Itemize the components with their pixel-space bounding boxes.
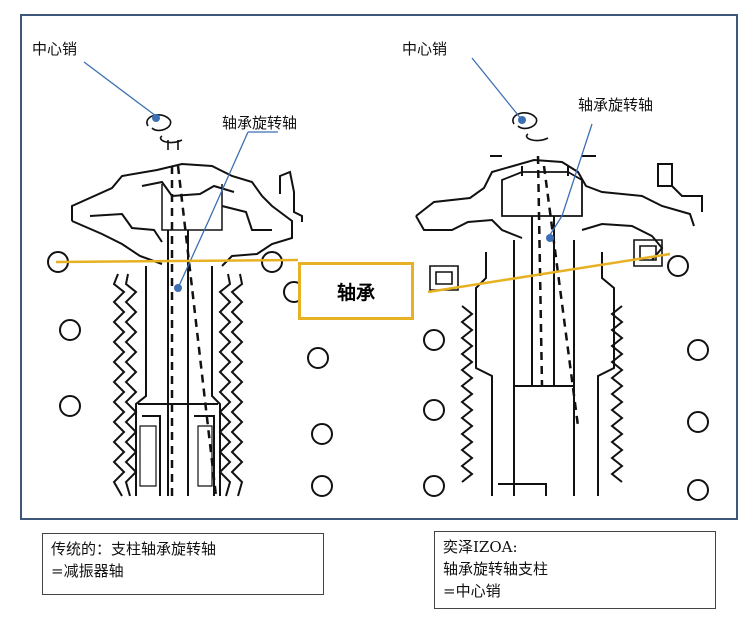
right-strut-drawing	[415, 112, 709, 501]
caption-conventional: 传统的：支柱轴承旋转轴 =减振器轴	[42, 533, 324, 595]
right-kingpin-label: 中心销	[402, 40, 448, 58]
diagram-frame: 中心销 轴承旋转轴 中心销 轴承旋转轴 轴承	[20, 14, 738, 520]
left-leaders	[83, 61, 278, 289]
left-bearing-marker	[174, 284, 182, 292]
caption-conventional-line2: =减振器轴	[51, 562, 124, 580]
right-leaders	[471, 57, 593, 239]
right-axes	[536, 155, 580, 427]
right-bearing-marker	[546, 234, 554, 242]
caption-conventional-line1: 传统的：支柱轴承旋转轴	[51, 540, 217, 558]
caption-izoa: 奕泽IZOA: 轴承旋转轴支柱 =中心销	[434, 531, 716, 609]
bearing-callout-label: 轴承	[336, 281, 375, 304]
bearing-callout: 轴承	[298, 262, 414, 320]
left-bearing-line	[55, 258, 299, 264]
caption-izoa-line1: 奕泽IZOA:	[443, 538, 518, 556]
caption-izoa-line3: =中心销	[443, 582, 501, 600]
caption-izoa-line2: 轴承旋转轴支柱	[443, 560, 549, 578]
left-kingpin-marker	[152, 114, 160, 122]
strut-drawings	[47, 57, 709, 501]
right-bearing-line	[427, 252, 671, 294]
left-bearing-axis-label: 轴承旋转轴	[222, 114, 298, 132]
left-axes	[170, 165, 218, 497]
left-kingpin-label: 中心销	[32, 40, 78, 58]
right-bearing-axis-label: 轴承旋转轴	[578, 96, 654, 114]
right-kingpin-marker	[518, 116, 526, 124]
left-strut-drawing	[47, 114, 333, 497]
